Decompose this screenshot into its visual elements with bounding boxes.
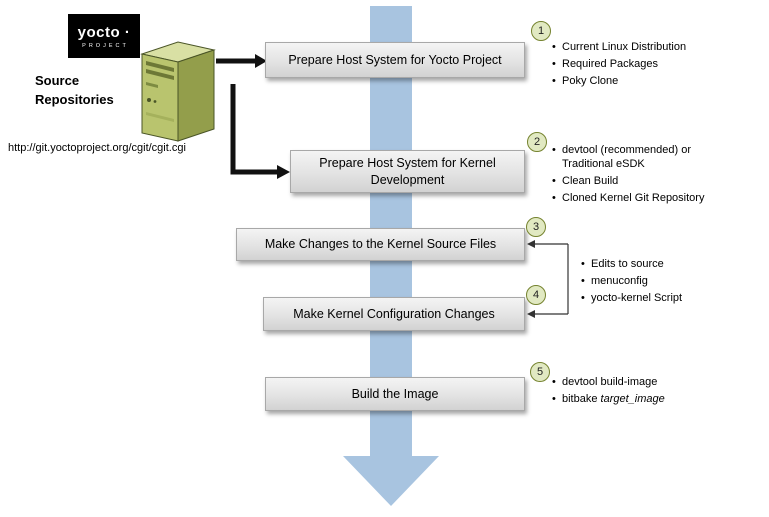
step-box-3: Make Changes to the Kernel Source Files — [236, 228, 525, 261]
step-number-5: 5 — [530, 362, 550, 382]
server-icon — [140, 41, 216, 142]
step-number-2: 2 — [527, 132, 547, 152]
arrowhead-into-step4 — [527, 310, 535, 318]
step-box-2: Prepare Host System for Kernel Developme… — [290, 150, 525, 193]
shared-bullets-3-4: Edits to source menuconfig yocto-kernel … — [580, 258, 750, 309]
bullet-item: Cloned Kernel Git Repository — [551, 192, 727, 206]
step-box-5: Build the Image — [265, 377, 525, 411]
step-number-1: 1 — [531, 21, 551, 41]
arrow-server-to-step2 — [230, 84, 290, 179]
step-box-1: Prepare Host System for Yocto Project — [265, 42, 525, 78]
bullet-item: Required Packages — [551, 58, 756, 72]
step-number-4: 4 — [526, 285, 546, 305]
bullet-item: Current Linux Distribution — [551, 41, 756, 55]
bullet-item: devtool build-image — [551, 376, 751, 390]
source-repositories-label: Source Repositories — [35, 73, 114, 107]
bullet-item: Edits to source — [580, 258, 750, 272]
bullet-item: menuconfig — [580, 275, 750, 289]
bullet-item: yocto-kernel Script — [580, 292, 750, 306]
step-number-3: 3 — [526, 217, 546, 237]
bracket-shared-bullets — [527, 240, 569, 318]
target-image-placeholder: target_image — [600, 392, 665, 405]
source-repository-url: http://git.yoctoproject.org/cgit/cgit.cg… — [8, 142, 186, 154]
yocto-logo: yocto · PROJECT — [68, 14, 140, 58]
step-5-bullets: devtool build-image bitbake target_image — [551, 376, 751, 410]
yocto-logo-subtitle: PROJECT — [82, 42, 129, 49]
bullet-item: devtool (recommended) or Traditional eSD… — [551, 144, 727, 172]
arrowhead-into-step3 — [527, 240, 535, 248]
step-box-4: Make Kernel Configuration Changes — [263, 297, 525, 331]
bullet-item: bitbake target_image — [551, 393, 751, 407]
step-2-bullets: devtool (recommended) or Traditional eSD… — [551, 144, 727, 209]
step-1-bullets: Current Linux Distribution Required Pack… — [551, 41, 756, 92]
bullet-item: Clean Build — [551, 175, 727, 189]
bullet-item: Poky Clone — [551, 75, 756, 89]
yocto-logo-title: yocto · — [77, 23, 131, 41]
arrow-server-to-step1 — [216, 54, 267, 68]
bitbake-text: bitbake — [562, 392, 598, 405]
